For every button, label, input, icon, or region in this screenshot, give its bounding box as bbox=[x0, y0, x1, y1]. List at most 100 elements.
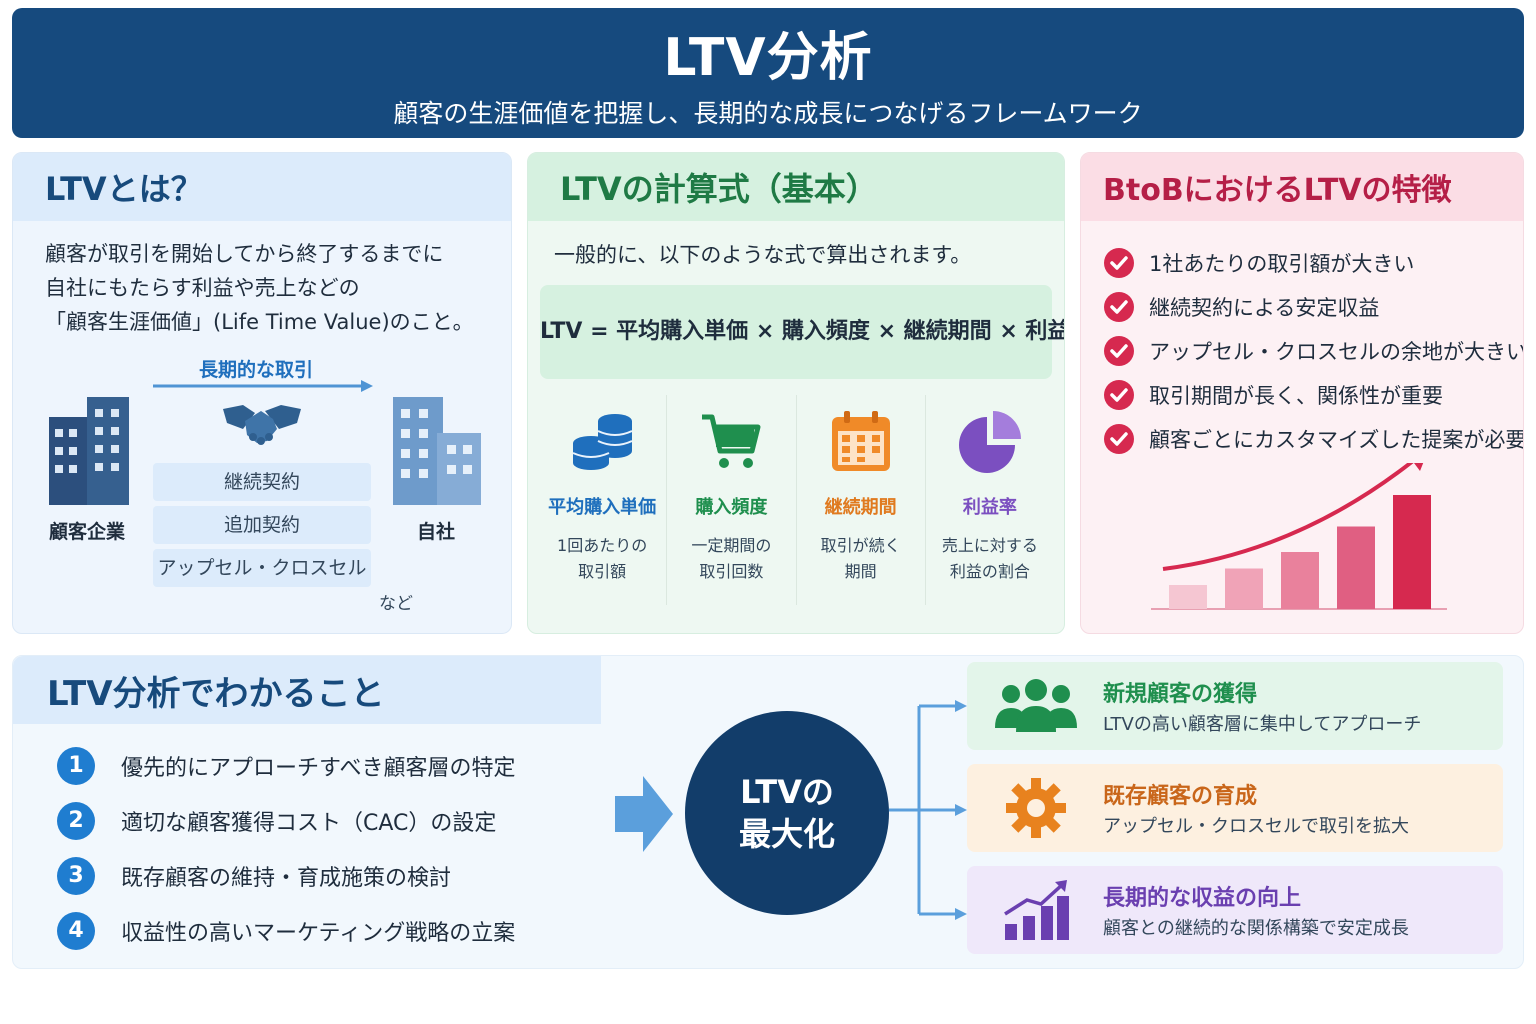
insight-item: 2 適切な顧客獲得コスト（CAC）の設定 bbox=[57, 793, 515, 848]
gear-icon bbox=[1006, 778, 1066, 838]
factor-desc: 売上に対する 利益の割合 bbox=[926, 533, 1054, 585]
page-subtitle: 顧客の生涯価値を把握し、長期的な成長につなげるフレームワーク bbox=[393, 99, 1143, 128]
btob-feature-text: 1社あたりの取引額が大きい bbox=[1149, 252, 1415, 276]
deal-item: 継続契約 bbox=[153, 463, 371, 501]
factor-desc-line: 利益の割合 bbox=[949, 562, 1030, 581]
result-title: 既存顧客の育成 bbox=[1103, 784, 1258, 809]
btob-feature-item: 1社あたりの取引額が大きい bbox=[1103, 241, 1523, 285]
deal-item: 追加契約 bbox=[153, 506, 371, 544]
factor-item: 平均購入単価 1回あたりの 取引額 bbox=[538, 395, 668, 605]
insight-number: 2 bbox=[57, 801, 95, 840]
insight-text: 既存顧客の維持・育成施策の検討 bbox=[121, 865, 452, 891]
insight-text: 優先的にアプローチすべき顧客層の特定 bbox=[121, 755, 516, 781]
factor-item: 利益率 売上に対する 利益の割合 bbox=[926, 395, 1054, 605]
insight-number: 1 bbox=[57, 746, 95, 785]
deal-item: アップセル・クロスセル bbox=[153, 549, 371, 587]
growth-bar bbox=[1281, 552, 1319, 609]
ltv-max-circle: LTVの 最大化 bbox=[685, 711, 889, 915]
growth-arrowhead bbox=[1414, 463, 1424, 471]
check-icon bbox=[1104, 248, 1134, 278]
check-icon bbox=[1104, 424, 1134, 454]
btob-feature-text: 取引期間が長く、関係性が重要 bbox=[1149, 384, 1443, 408]
btob-feature-item: アップセル・クロスセルの余地が大きい bbox=[1103, 329, 1524, 373]
result-title: 新規顧客の獲得 bbox=[1103, 682, 1258, 707]
insights-list: 1 優先的にアプローチすべき顧客層の特定 2 適切な顧客獲得コスト（CAC）の設… bbox=[57, 738, 515, 958]
handshake-icon bbox=[223, 405, 301, 445]
factor-list: 平均購入単価 1回あたりの 取引額 購入頻度 一定期間の 取引回数 bbox=[538, 395, 1054, 605]
check-icon bbox=[1104, 292, 1134, 322]
growth-bar bbox=[1337, 526, 1375, 609]
insights-heading: LTV分析でわかること bbox=[13, 656, 601, 724]
factor-name: 購入頻度 bbox=[695, 497, 768, 518]
factor-item: 継続期間 取引が続く 期間 bbox=[797, 395, 926, 605]
header-banner: LTV分析 顧客の生涯価値を把握し、長期的な成長につなげるフレームワーク bbox=[12, 8, 1524, 138]
growth-bar bbox=[1169, 585, 1207, 609]
result-desc: 顧客との継続的な関係構築で安定成長 bbox=[1103, 918, 1409, 939]
company-building-icon bbox=[393, 397, 481, 505]
center-line: 最大化 bbox=[738, 815, 835, 853]
formula-expression: LTV = 平均購入単価 × 購入頻度 × 継続期間 × 利益率 bbox=[540, 285, 1064, 379]
definition-text: 顧客が取引を開始してから終了するまでに 自社にもたらす利益や売上などの 「顧客生… bbox=[45, 237, 474, 339]
coins-icon bbox=[572, 414, 633, 470]
factor-item: 購入頻度 一定期間の 取引回数 bbox=[667, 395, 797, 605]
company-label: 自社 bbox=[417, 521, 456, 543]
definition-panel: LTVとは？ 顧客が取引を開始してから終了するまでに 自社にもたらす利益や売上な… bbox=[12, 152, 512, 634]
result-desc: アップセル・クロスセルで取引を拡大 bbox=[1103, 816, 1409, 837]
definition-line: 「顧客生涯価値」(Life Time Value)のこと。 bbox=[45, 310, 474, 334]
result-card: 既存顧客の育成 アップセル・クロスセルで取引を拡大 bbox=[967, 764, 1503, 852]
definition-line: 自社にもたらす利益や売上などの bbox=[45, 276, 360, 300]
etc-label: など bbox=[379, 594, 413, 614]
long-term-label: 長期的な取引 bbox=[199, 359, 314, 381]
btob-panel: BtoBにおけるLTVの特徴 1社あたりの取引額が大きい 継続契約による安定収益… bbox=[1080, 152, 1524, 634]
customer-label: 顧客企業 bbox=[49, 521, 126, 543]
btob-feature-item: 取引期間が長く、関係性が重要 bbox=[1103, 373, 1523, 417]
insights-panel: LTV分析でわかること 1 優先的にアプローチすべき顧客層の特定 2 適切な顧客… bbox=[12, 655, 1524, 969]
formula-heading: LTVの計算式（基本） bbox=[528, 153, 1064, 221]
factor-name: 平均購入単価 bbox=[548, 497, 657, 518]
factor-desc-line: 売上に対する bbox=[941, 536, 1038, 555]
factor-desc-line: 取引が続く bbox=[820, 536, 901, 555]
right-arrow-icon bbox=[615, 776, 673, 852]
check-icon bbox=[1104, 380, 1134, 410]
factor-desc: 取引が続く 期間 bbox=[797, 533, 925, 585]
people-icon bbox=[995, 679, 1077, 732]
factor-desc-line: 一定期間の bbox=[691, 536, 772, 555]
insight-item: 1 優先的にアプローチすべき顧客層の特定 bbox=[57, 738, 515, 793]
btob-feature-text: アップセル・クロスセルの余地が大きい bbox=[1149, 340, 1524, 364]
insight-number: 4 bbox=[57, 911, 95, 950]
definition-heading: LTVとは？ bbox=[13, 153, 511, 221]
check-icon bbox=[1104, 336, 1134, 366]
factor-desc-line: 期間 bbox=[844, 562, 877, 581]
insight-text: 収益性の高いマーケティング戦略の立案 bbox=[121, 920, 516, 946]
rising-bar-chart-icon bbox=[1004, 880, 1069, 940]
btob-feature-text: 継続契約による安定収益 bbox=[1149, 296, 1380, 320]
btob-feature-list: 1社あたりの取引額が大きい 継続契約による安定収益 アップセル・クロスセルの余地… bbox=[1103, 241, 1524, 461]
btob-heading: BtoBにおけるLTVの特徴 bbox=[1081, 153, 1523, 221]
growth-bar bbox=[1225, 568, 1263, 609]
result-title: 長期的な収益の向上 bbox=[1103, 886, 1302, 911]
customer-building-icon bbox=[49, 397, 129, 505]
growth-trend-line bbox=[1162, 463, 1414, 571]
long-term-arrow-icon bbox=[153, 380, 373, 392]
insight-number: 3 bbox=[57, 856, 95, 895]
pie-chart-icon bbox=[958, 411, 1021, 473]
formula-intro: 一般的に、以下のような式で算出されます。 bbox=[554, 243, 972, 267]
btob-feature-item: 継続契約による安定収益 bbox=[1103, 285, 1523, 329]
factor-desc-line: 取引額 bbox=[578, 562, 627, 581]
insight-item: 4 収益性の高いマーケティング戦略の立案 bbox=[57, 903, 515, 958]
btob-feature-text: 顧客ごとにカスタマイズした提案が必要 bbox=[1149, 428, 1524, 452]
calendar-icon bbox=[831, 411, 890, 471]
page-title: LTV分析 bbox=[663, 28, 873, 88]
center-line: LTVの bbox=[740, 773, 834, 811]
result-card: 新規顧客の獲得 LTVの高い顧客層に集中してアプローチ bbox=[967, 662, 1503, 750]
branch-arrows-icon bbox=[889, 700, 967, 920]
factor-desc: 1回あたりの 取引額 bbox=[538, 533, 666, 585]
factor-desc-line: 取引回数 bbox=[699, 562, 764, 581]
growth-chart-icon bbox=[1151, 463, 1447, 610]
growth-bar bbox=[1393, 495, 1431, 609]
btob-feature-item: 顧客ごとにカスタマイズした提案が必要 bbox=[1103, 417, 1524, 461]
result-desc: LTVの高い顧客層に集中してアプローチ bbox=[1103, 714, 1422, 735]
factor-name: 利益率 bbox=[962, 497, 1017, 518]
result-card: 長期的な収益の向上 顧客との継続的な関係構築で安定成長 bbox=[967, 866, 1503, 954]
insight-text: 適切な顧客獲得コスト（CAC）の設定 bbox=[121, 810, 497, 836]
